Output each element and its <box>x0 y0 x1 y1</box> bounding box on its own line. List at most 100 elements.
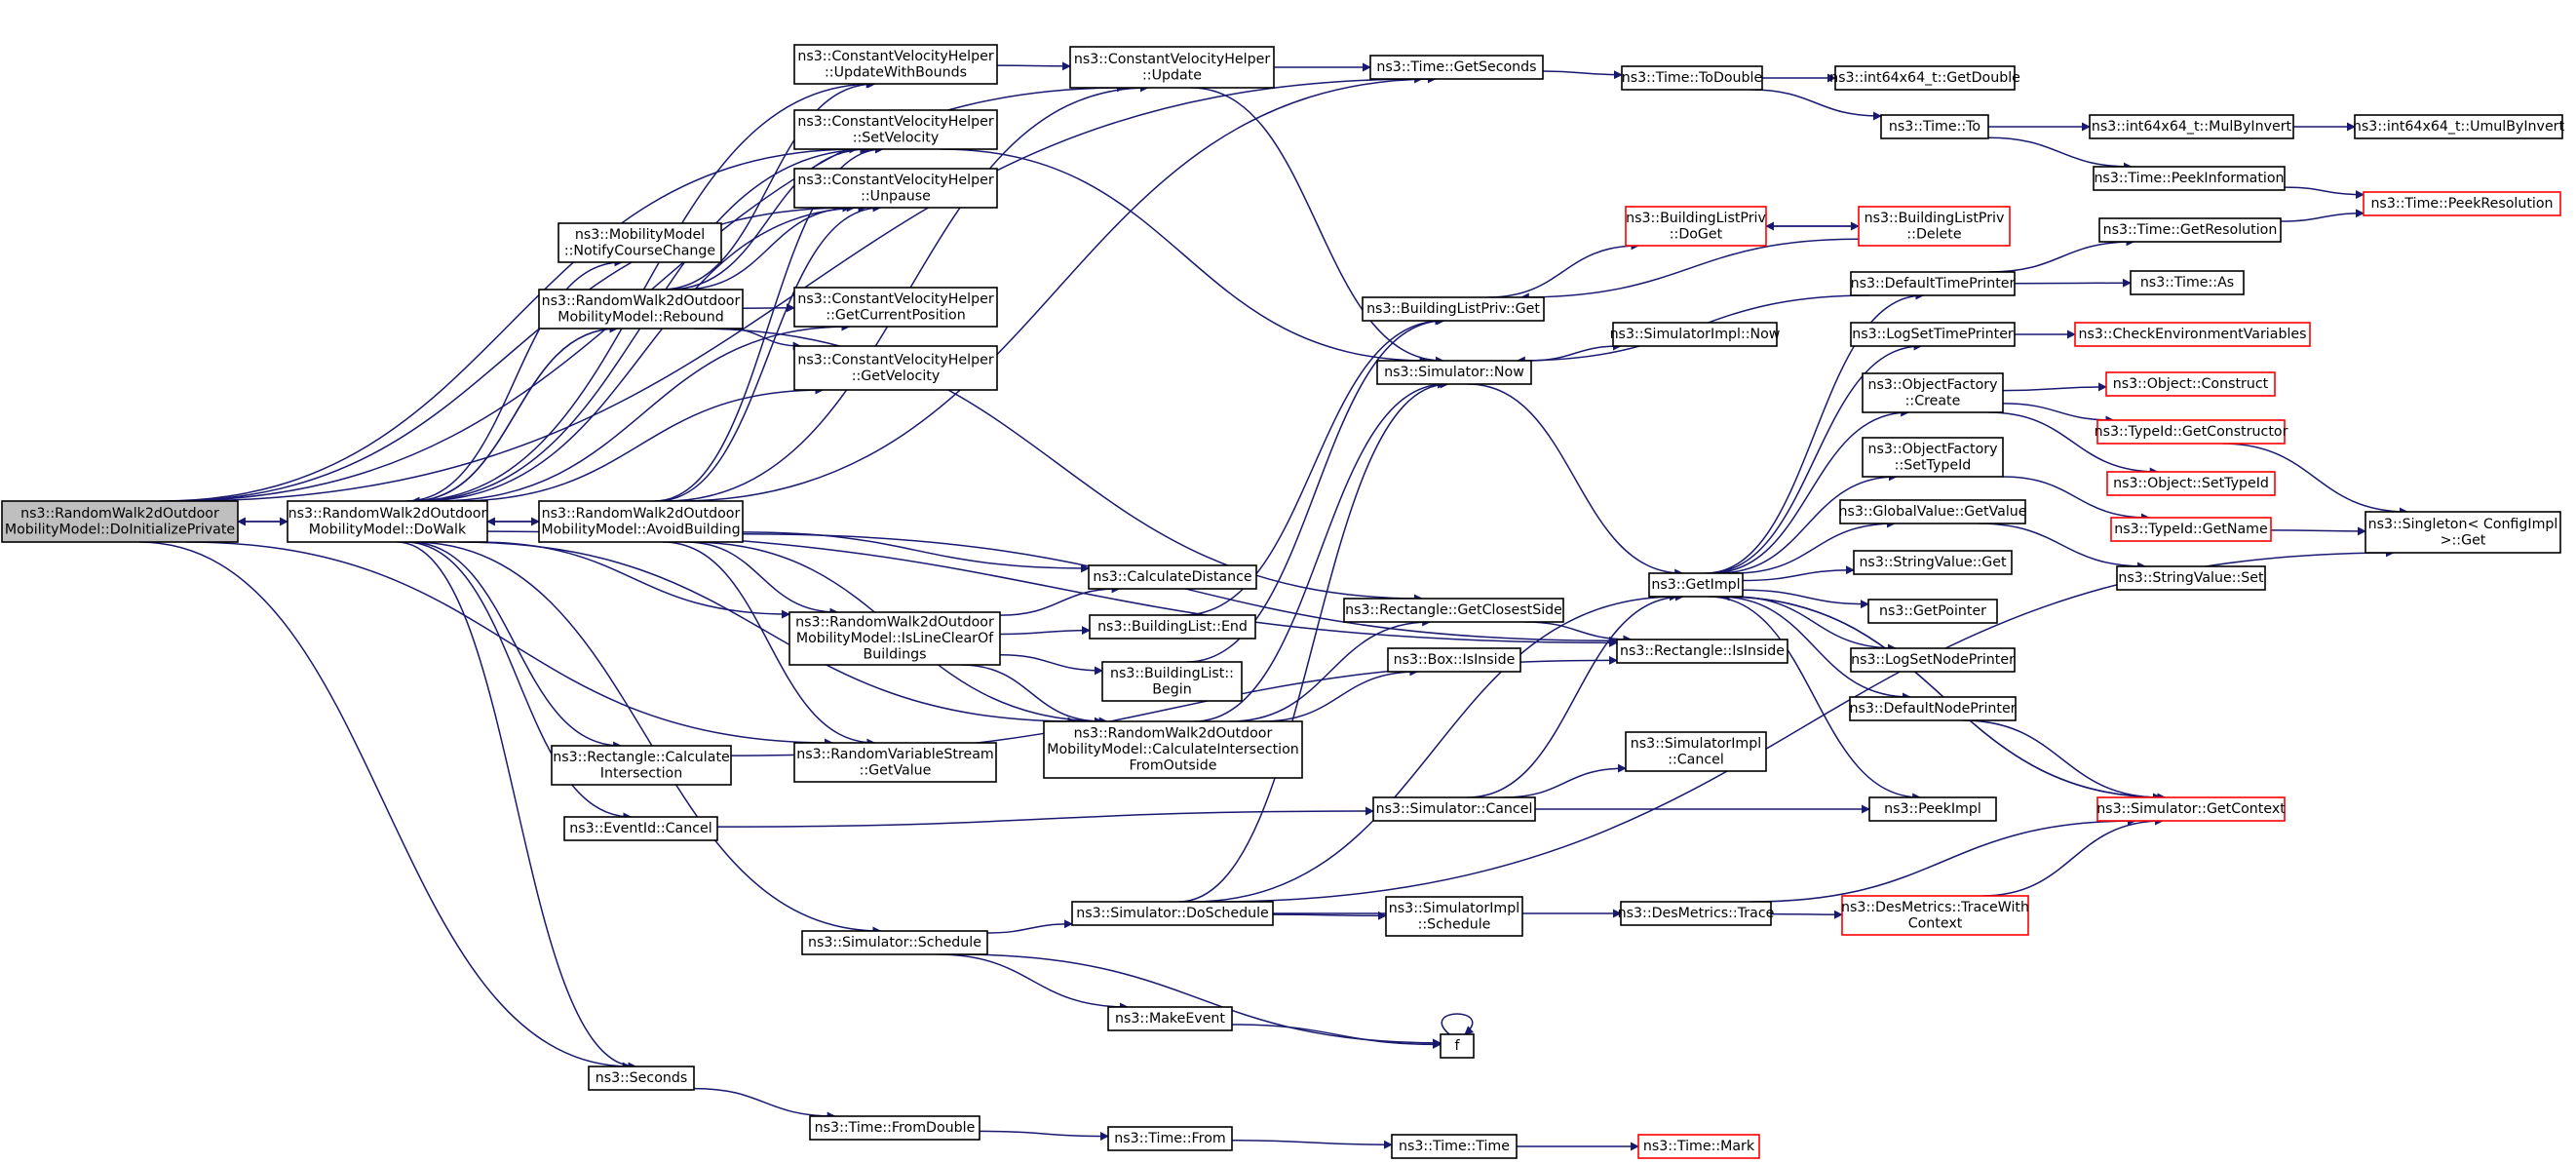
node-typeid-getctor[interactable]: ns3::TypeId::GetConstructor <box>2095 419 2288 445</box>
edge-sim-cancel-to-simimpl-cancel <box>1503 763 1627 798</box>
node-cvh-getvel[interactable]: ns3::ConstantVelocityHelper::GetVelocity <box>793 345 998 391</box>
node-cvh-setvel[interactable]: ns3::ConstantVelocityHelper::SetVelocity <box>793 109 998 150</box>
node-label: ns3::Time::FromDouble <box>815 1120 976 1136</box>
node-obj-settypeid[interactable]: ns3::Object::SetTypeId <box>2106 471 2276 496</box>
node-objf-settypeid[interactable]: ns3::ObjectFactory::SetTypeId <box>1862 437 2004 478</box>
node-f[interactable]: f <box>1440 1033 1475 1059</box>
edge-seconds-to-time-fromdouble <box>693 1087 836 1121</box>
node-dowalk[interactable]: ns3::RandomWalk2dOutdoorMobilityModel::D… <box>287 500 488 543</box>
node-blp-delete[interactable]: ns3::BuildingListPriv::Delete <box>1858 206 2011 247</box>
node-box <box>1850 322 2016 347</box>
node-label: MobilityModel::IsLineClearOf <box>796 631 994 646</box>
node-int64-umulbyinv[interactable]: ns3::int64x64_t::UmulByInvert <box>2353 114 2565 139</box>
node-simimpl-sched[interactable]: ns3::SimulatorImpl::Schedule <box>1385 896 1523 937</box>
edge-getimpl-to-defnodeprinter <box>1717 596 1911 702</box>
node-desm-trace[interactable]: ns3::DesMetrics::Trace <box>1618 901 1775 926</box>
node-cvh-update[interactable]: ns3::ConstantVelocityHelper::Update <box>1069 46 1275 89</box>
node-rect-calcinter[interactable]: ns3::Rectangle::CalculateIntersection <box>551 745 732 786</box>
node-time-mark[interactable]: ns3::Time::Mark <box>1637 1134 1760 1159</box>
node-eventid-cancel[interactable]: ns3::EventId::Cancel <box>563 816 718 841</box>
node-time-getsec[interactable]: ns3::Time::GetSeconds <box>1369 55 1544 80</box>
node-box <box>1850 647 2016 673</box>
node-sv-get[interactable]: ns3::StringValue::Get <box>1853 550 2013 575</box>
node-obj-construct[interactable]: ns3::Object::Construct <box>2105 371 2276 397</box>
node-getimpl[interactable]: ns3::GetImpl <box>1648 572 1744 598</box>
node-rvs-getvalue[interactable]: ns3::RandomVariableStream::GetValue <box>793 742 997 783</box>
node-label: ns3::RandomWalk2dOutdoor <box>20 506 219 522</box>
node-singleton-get[interactable]: ns3::Singleton< ConfigImpl>::Get <box>2365 511 2561 554</box>
node-time-todouble[interactable]: ns3::Time::ToDouble <box>1621 65 1763 91</box>
node-time-getres[interactable]: ns3::Time::GetResolution <box>2098 217 2282 243</box>
node-box <box>1648 572 1744 598</box>
node-blp-get[interactable]: ns3::BuildingListPriv::Get <box>1362 296 1545 322</box>
node-sim-getctx[interactable]: ns3::Simulator::GetContext <box>2096 796 2286 822</box>
node-islineclear[interactable]: ns3::RandomWalk2dOutdoorMobilityModel::I… <box>788 611 1001 666</box>
node-rect-isinside[interactable]: ns3::Rectangle::IsInside <box>1616 639 1788 664</box>
node-label: MobilityModel::DoInitializePrivate <box>5 522 235 537</box>
node-sim-schedule[interactable]: ns3::Simulator::Schedule <box>801 930 988 955</box>
node-time-peekinfo[interactable]: ns3::Time::PeekInformation <box>2093 166 2286 191</box>
node-getpointer[interactable]: ns3::GetPointer <box>1867 599 1998 624</box>
node-checkenv[interactable]: ns3::CheckEnvironmentVariables <box>2074 322 2311 347</box>
node-box <box>793 44 998 85</box>
node-sim-now[interactable]: ns3::Simulator::Now <box>1376 360 1532 385</box>
node-label: ns3::SimulatorImpl <box>1389 901 1519 916</box>
node-box <box>1621 65 1763 91</box>
node-box-isinside[interactable]: ns3::Box::IsInside <box>1387 647 1521 673</box>
node-seconds[interactable]: ns3::Seconds <box>588 1066 695 1091</box>
node-logsettime[interactable]: ns3::LogSetTimePrinter <box>1850 322 2016 347</box>
edge-time-fromdouble-to-time-from <box>979 1130 1109 1141</box>
node-time-time[interactable]: ns3::Time::Time <box>1391 1134 1518 1159</box>
node-cvh-unpause[interactable]: ns3::ConstantVelocityHelper::Unpause <box>793 168 998 209</box>
node-time-to[interactable]: ns3::Time::To <box>1880 114 1989 139</box>
node-makeevent[interactable]: ns3::MakeEvent <box>1107 1006 1233 1031</box>
edge-avoid-to-cvh-unpause <box>656 203 882 502</box>
node-gv-getvalue[interactable]: ns3::GlobalValue::GetValue <box>1839 499 2027 524</box>
node-box <box>1880 114 1989 139</box>
node-box <box>557 222 722 263</box>
node-label: ns3::int64x64_t::GetDouble <box>1829 70 2020 86</box>
node-rebound[interactable]: ns3::RandomWalk2dOutdoorMobilityModel::R… <box>538 289 744 330</box>
node-box <box>1369 55 1544 80</box>
node-rect-getclosest[interactable]: ns3::Rectangle::GetClosestSide <box>1343 598 1564 623</box>
node-label: ns3::Time::PeekInformation <box>2094 171 2284 186</box>
node-cvh-uwb[interactable]: ns3::ConstantVelocityHelper::UpdateWithB… <box>793 44 998 85</box>
node-peekimpl[interactable]: ns3::PeekImpl <box>1868 796 1997 822</box>
node-simimpl-cancel[interactable]: ns3::SimulatorImpl::Cancel <box>1625 731 1767 772</box>
node-int64-mulbyinv[interactable]: ns3::int64x64_t::MulByInvert <box>2089 114 2294 139</box>
node-label: ns3::Singleton< ConfigImpl <box>2368 517 2558 532</box>
node-time-peekres[interactable]: ns3::Time::PeekResolution <box>2363 191 2561 216</box>
node-blp-doget[interactable]: ns3::BuildingListPriv::DoGet <box>1625 206 1767 247</box>
node-bl-begin[interactable]: ns3::BuildingList::Begin <box>1101 661 1243 702</box>
node-notify[interactable]: ns3::MobilityModel::NotifyCourseChange <box>557 222 722 263</box>
node-time-from[interactable]: ns3::Time::From <box>1107 1126 1233 1151</box>
node-calcdist[interactable]: ns3::CalculateDistance <box>1088 564 1257 590</box>
node-doinit[interactable]: ns3::RandomWalk2dOutdoorMobilityModel::D… <box>1 500 239 543</box>
node-avoid[interactable]: ns3::RandomWalk2dOutdoorMobilityModel::A… <box>538 500 744 543</box>
node-box <box>809 1115 980 1141</box>
node-box <box>793 168 998 209</box>
node-label: ns3::Simulator::Cancel <box>1376 801 1533 817</box>
node-sim-dosched[interactable]: ns3::Simulator::DoSchedule <box>1071 901 1274 926</box>
node-time-fromdouble[interactable]: ns3::Time::FromDouble <box>809 1115 980 1141</box>
node-calcintersect[interactable]: ns3::RandomWalk2dOutdoorMobilityModel::C… <box>1043 720 1303 779</box>
edge-calcintersect-to-box-isinside <box>1261 667 1419 722</box>
node-simimpl-now[interactable]: ns3::SimulatorImpl::Now <box>1610 322 1781 347</box>
node-objf-create[interactable]: ns3::ObjectFactory::Create <box>1862 372 2004 413</box>
node-typeid-getname[interactable]: ns3::TypeId::GetName <box>2110 517 2272 542</box>
node-deftimeprinter[interactable]: ns3::DefaultTimePrinter <box>1850 271 2016 296</box>
edge-doinit-to-cvh-setvel <box>160 144 859 502</box>
node-time-as[interactable]: ns3::Time::As <box>2130 270 2245 295</box>
node-int64-getdouble[interactable]: ns3::int64x64_t::GetDouble <box>1829 65 2020 91</box>
node-box <box>2093 166 2286 191</box>
node-label: ns3::DefaultNodePrinter <box>1849 701 2016 717</box>
node-box <box>1637 1134 1760 1159</box>
node-sv-set[interactable]: ns3::StringValue::Set <box>2116 565 2266 591</box>
node-box <box>788 611 1001 666</box>
node-bl-end[interactable]: ns3::BuildingList::End <box>1089 614 1256 640</box>
node-logsetnode[interactable]: ns3::LogSetNodePrinter <box>1850 647 2016 673</box>
node-sim-cancel[interactable]: ns3::Simulator::Cancel <box>1372 796 1536 822</box>
node-defnodeprinter[interactable]: ns3::DefaultNodePrinter <box>1849 696 2017 721</box>
node-cvh-getpos[interactable]: ns3::ConstantVelocityHelper::GetCurrentP… <box>793 287 998 328</box>
